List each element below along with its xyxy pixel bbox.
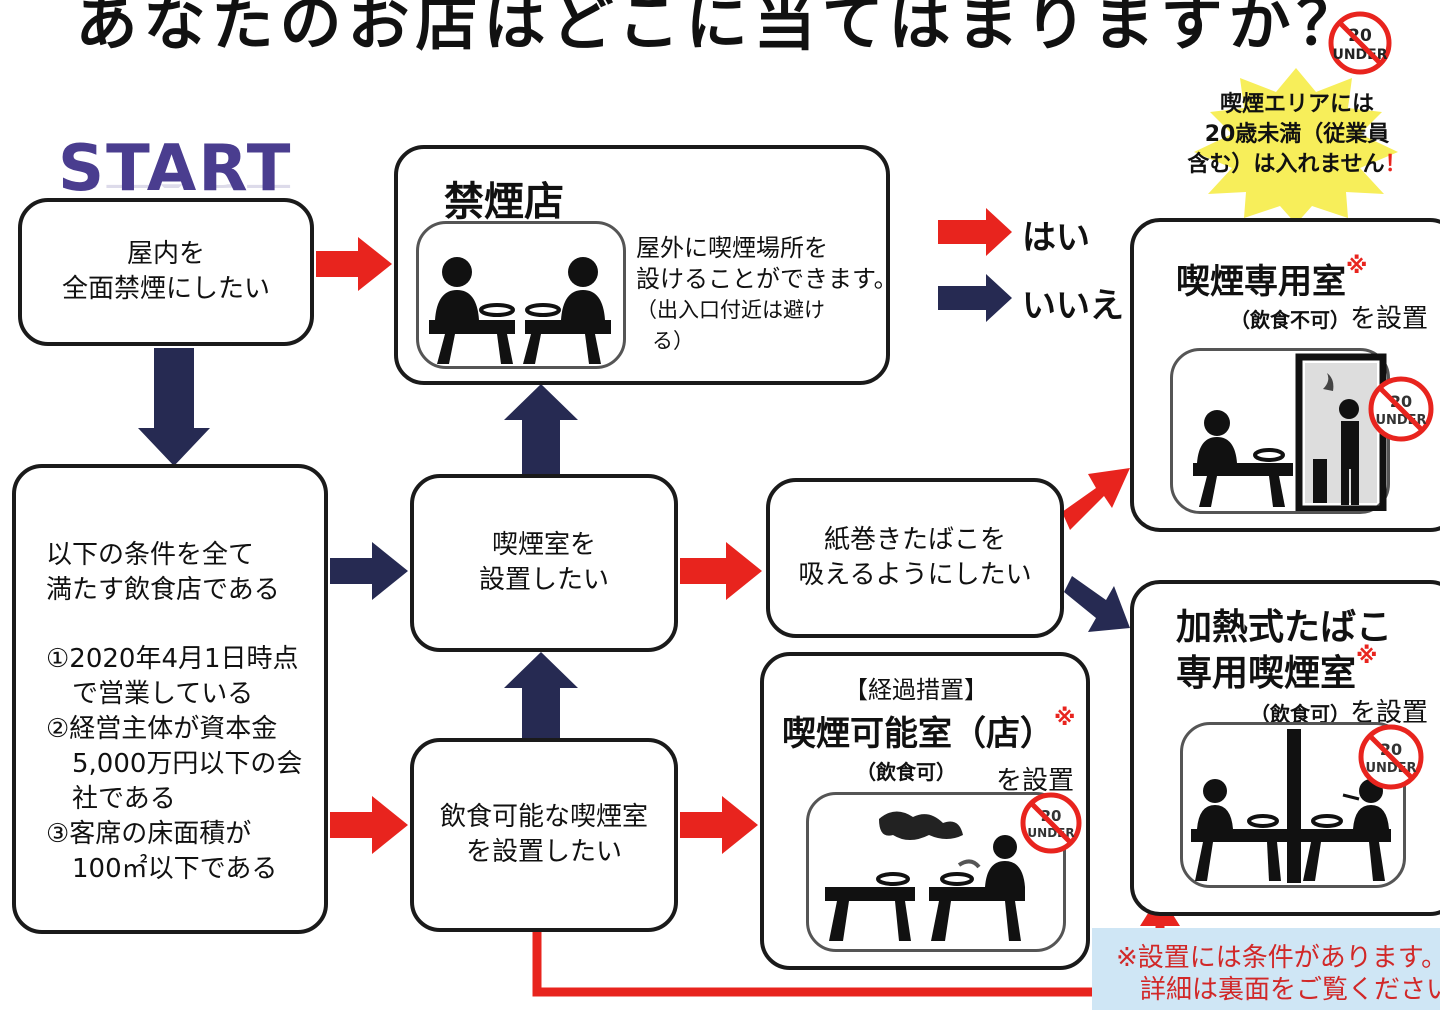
transitional-title: 喫煙可能室（店） [782,714,1054,754]
arrow-no-foodroom [504,652,578,738]
cond-l4: で営業している [72,679,254,709]
page-title: あなたのお店はどこに当てはまりますか？ [75,0,1365,59]
node-cigarette-line2: 吸えるようにしたい [798,560,1032,590]
person-and-smoking-booth-icon [1193,353,1387,513]
heated-title2: 専用喫煙室 [1176,653,1357,694]
no-under20-icon: 20 UNDER [1358,724,1424,790]
nonsmoking-desc2: 設けることができます。 [636,265,898,293]
node-cigarette: 紙巻きたばこを 吸えるようにしたい [766,478,1064,638]
people-divided-room-icon [1191,729,1391,883]
node-smoking-room: 喫煙室を 設置したい [410,474,678,652]
cond-l2: 満たす飲食店である [46,575,280,605]
no-under20-icon: 20 UNDER [1368,376,1434,442]
result-dedicated: 喫煙専用室※ （飲食不可）を設置 20 UNDER [1130,218,1440,532]
legend-no-arrow [938,274,1012,322]
dedicated-sub-row: （飲食不可）を設置 [1230,298,1428,335]
node-cigarette-line1: 紙巻きたばこを [823,525,1006,555]
nonsmoking-desc4: る） [652,329,694,353]
transitional-sub: （飲食可） [856,760,956,784]
cond-l3: ①2020年4月1日時点 [46,644,299,674]
node-smoking-room-line2: 設置したい [478,565,609,595]
cond-l1: 以下の条件を全て [46,540,255,570]
conditions-note: ※設置には条件があります。 詳細は裏面をご覧ください。 [1092,928,1440,1010]
legend-no-label: いいえ [1022,286,1124,326]
nonsmoking-desc3: （出入口付近は避け [636,298,825,322]
arrow-no-start [138,348,210,466]
arrow-yes-conditions [330,796,408,854]
under20-badge-top: 20 UNDER [1316,10,1404,76]
warning-line1: 喫煙エリアには [1219,92,1374,117]
legend-yes-label: はい [1022,218,1090,258]
result-nonsmoking-title: 禁煙店 [444,179,564,225]
badge-num-top: 20 [1348,26,1372,46]
node-food-room: 飲食可能な喫煙室 を設置したい [410,738,678,932]
node-smoking-room-line1: 喫煙室を [491,530,596,560]
arrow-no-smokingroom [504,384,578,474]
node-food-room-line2: を設置したい [465,837,622,867]
start-label-reflection: START [58,184,292,192]
transitional-label: 【経過措置】 [844,676,988,704]
dedicated-title: 喫煙専用室 [1176,262,1346,302]
nonsmoking-desc1: 屋外に喫煙場所を [636,234,828,262]
arrow-yes-start [316,237,392,291]
under20-badge-transitional: 20 UNDER [1018,790,1084,856]
node-start: 屋内を 全面禁煙にしたい [18,198,314,346]
warning-text: 喫煙エリアには 20歳未満（従業員 含む）は入れません！ [1168,90,1426,180]
node-start-line1: 屋内を [126,239,205,269]
cond-l5: ②経営主体が資本金 [46,714,278,744]
warning-line3: 含む）は入れません！ [1168,150,1426,180]
node-conditions: 以下の条件を全て 満たす飲食店である ①2020年4月1日時点 で営業している … [12,464,328,934]
arrow-no-conditions [330,542,408,600]
legend-yes-arrow [938,208,1012,256]
dedicated-mark: ※ [1346,254,1368,279]
result-transitional: 【経過措置】 喫煙可能室（店）※ （飲食可） を設置 20 UNDER [760,652,1090,970]
result-nonsmoking: 禁煙店 屋外に喫煙場所を 設けることができます。 （出入口付近は避け る） [394,145,898,385]
dedicated-suffix: を設置 [1350,304,1429,334]
under20-badge-heated: 20 UNDER [1356,722,1426,792]
cond-l9: 100㎡以下である [72,854,278,884]
dedicated-title-row: 喫煙専用室※ [1176,254,1367,303]
no-under20-icon: 20 UNDER [1328,11,1392,75]
arrow-yes-cigarette [1062,468,1130,530]
heated-title1: 加熱式たばこ [1176,607,1393,648]
warning-burst [1194,68,1398,224]
cond-l6: 5,000万円以下の会 [72,749,303,779]
nonsmoking-illustration [416,221,626,369]
warning-line3b: ！ [1384,152,1407,177]
arrow-yes-smokingroom [680,542,762,600]
warning-line3a: 含む）は入れません [1187,152,1385,177]
note-line1: ※設置には条件があります。 [1116,943,1440,973]
node-food-room-line1: 飲食可能な喫煙室 [439,802,648,832]
node-start-line2: 全面禁煙にしたい [61,274,270,304]
arrow-no-cigarette [1064,576,1130,632]
cond-l7: 社である [72,784,176,814]
transitional-title-row: 喫煙可能室（店）※ [782,706,1075,755]
transitional-suffix: を設置 [996,766,1075,796]
cond-gap [46,608,324,642]
arrow-yes-foodroom [680,796,758,854]
no-under20-icon: 20 UNDER [1020,792,1082,854]
warning-line2: 20歳未満（従業員 [1204,122,1390,147]
two-people-table-icon [429,257,611,364]
result-heated: 加熱式たばこ 専用喫煙室※ （飲食可）を設置 20 UNDER [1130,580,1440,916]
dedicated-sub: （飲食不可） [1230,308,1350,332]
note-line2: 詳細は裏面をご覧ください。 [1140,975,1440,1005]
under20-badge-dedicated: 20 UNDER [1366,374,1436,444]
heated-mark: ※ [1356,644,1378,669]
result-nonsmoking-desc: 屋外に喫煙場所を 設けることができます。 （出入口付近は避け る） [636,233,898,357]
start-label: START [58,132,293,206]
transitional-mark: ※ [1054,706,1076,731]
cond-l8: ③客席の床面積が [46,819,252,849]
smoking-diners-icon [825,811,1025,941]
heated-title2-row: 専用喫煙室※ [1176,644,1377,696]
dedicated-illustration [1170,348,1390,514]
